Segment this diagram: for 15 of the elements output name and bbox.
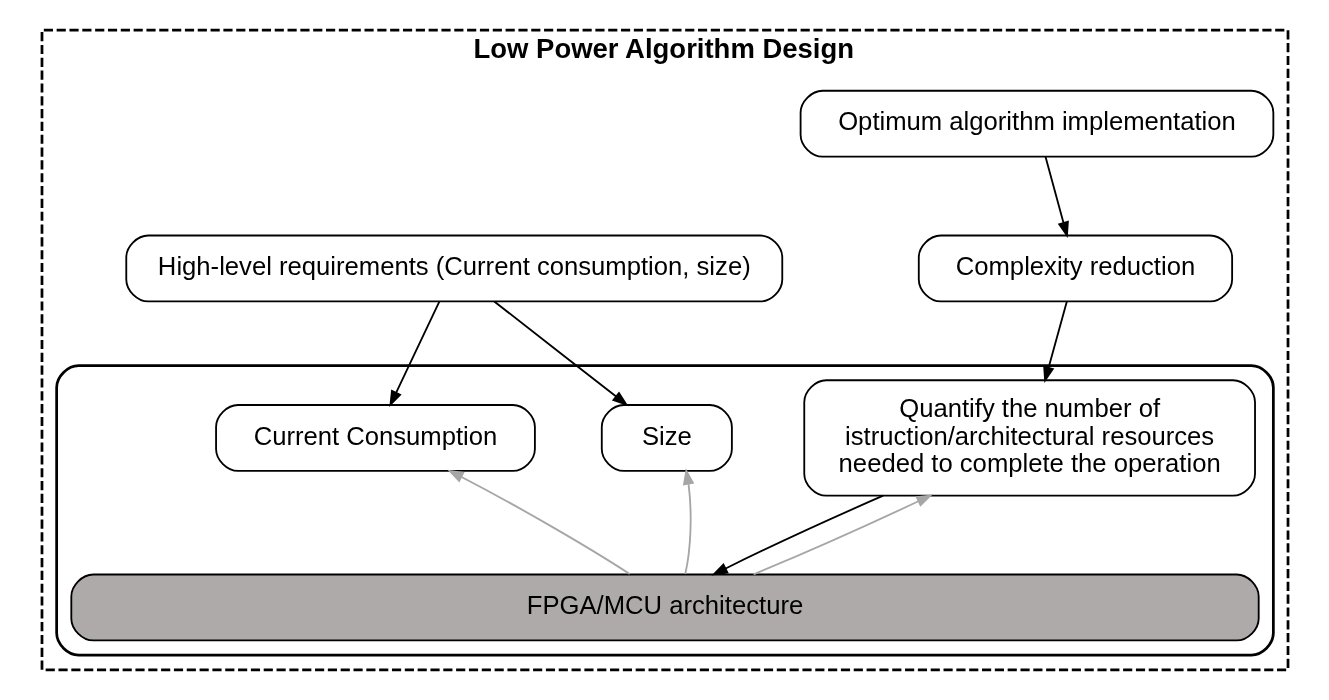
node-box: Size bbox=[600, 404, 733, 472]
arrow bbox=[1042, 300, 1068, 383]
arrow bbox=[388, 300, 440, 407]
arrow bbox=[492, 300, 628, 407]
node-box: Quantify the number of istruction/architectural resources needed to complete the operation bbox=[802, 379, 1256, 497]
arrow bbox=[1044, 155, 1069, 239]
node-box: Complexity reduction bbox=[917, 234, 1233, 303]
node-box: High-level requirements (Current consumption, size) bbox=[124, 234, 783, 303]
arrow bbox=[710, 494, 884, 576]
arrow bbox=[752, 494, 933, 576]
arrow bbox=[446, 469, 631, 575]
node-box: Optimum algorithm implementation bbox=[799, 89, 1274, 158]
arrow bbox=[682, 468, 694, 575]
node-box: Current Consumption bbox=[214, 404, 536, 472]
node-box: FPGA/MCU architecture bbox=[69, 573, 1260, 642]
